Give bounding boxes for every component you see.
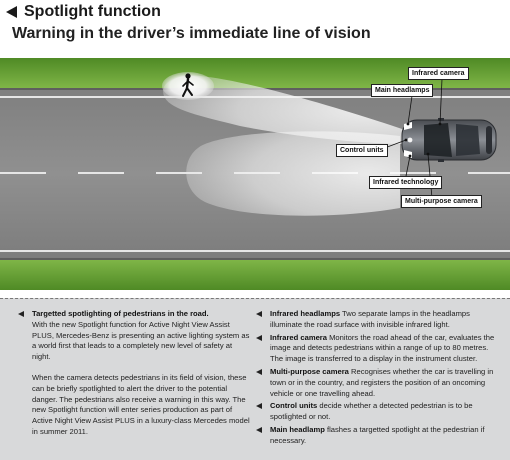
pedestrian-icon xyxy=(182,73,194,97)
intro-heading: Targetted spotlighting of pedestrians in… xyxy=(32,309,209,318)
bullet-triangle-icon xyxy=(18,311,24,317)
label-main-headlamps: Main headlamps xyxy=(371,84,434,97)
spotlight-diagram: Infrared camera Main headlamps Control u… xyxy=(0,58,510,290)
header: Spotlight function Warning in the driver… xyxy=(0,0,510,52)
label-infrared-camera: Infrared camera xyxy=(408,67,469,80)
component-item: Control units decide whether a detected … xyxy=(256,401,496,423)
title-triangle-icon xyxy=(6,6,17,18)
label-multi-purpose-camera: Multi-purpose camera xyxy=(401,195,482,208)
component-desc: Recognises whether the car is travelling… xyxy=(270,366,494,398)
label-leader-dots xyxy=(404,122,442,158)
page-title: Spotlight function xyxy=(24,3,161,20)
intro-text: With the new Spotlight function for Acti… xyxy=(32,319,250,362)
description-left-column: Targetted spotlighting of pedestrians in… xyxy=(18,309,250,448)
component-term: Infrared headlamps xyxy=(270,309,341,318)
component-term: Infrared camera xyxy=(270,332,327,342)
spotlight-beam xyxy=(163,75,405,144)
component-desc: Monitors the road ahead of the car, eval… xyxy=(270,332,495,364)
car-icon xyxy=(401,118,497,162)
label-control-units: Control units xyxy=(336,144,388,157)
bullet-triangle-icon xyxy=(256,311,262,317)
component-item: Infrared headlamps Two separate lamps in… xyxy=(256,309,496,331)
component-term: Control units xyxy=(270,401,318,411)
intro-paragraph: Targetted spotlighting of pedestrians in… xyxy=(18,309,250,363)
bullet-triangle-icon xyxy=(256,403,262,410)
component-desc: flashes a targetted spotlight at the ped… xyxy=(270,424,485,445)
road-illustration xyxy=(0,58,510,290)
component-desc: Two separate lamps in the headlamps illu… xyxy=(270,309,470,329)
detail-paragraph: When the camera detects pedestrians in i… xyxy=(18,373,250,438)
component-term: Multi-purpose camera xyxy=(270,366,349,376)
bullet-triangle-icon xyxy=(256,368,262,375)
component-item: Main headlamp flashes a targetted spotli… xyxy=(256,425,496,447)
bullet-triangle-icon xyxy=(256,334,262,341)
component-term: Main headlamp xyxy=(270,424,325,434)
page-subtitle: Warning in the driver’s immediate line o… xyxy=(12,25,371,42)
description-panel: Targetted spotlighting of pedestrians in… xyxy=(0,298,510,460)
bullet-triangle-icon xyxy=(256,426,262,433)
component-desc: decide whether a detected pedestrian is … xyxy=(270,401,473,422)
detail-text: When the camera detects pedestrians in i… xyxy=(32,372,250,436)
component-item: Infrared camera Monitors the road ahead … xyxy=(256,333,496,365)
grass-bottom xyxy=(0,260,510,290)
description-right-column: Infrared headlamps Two separate lamps in… xyxy=(256,309,496,449)
label-infrared-technology: Infrared technology xyxy=(369,176,443,189)
component-item: Multi-purpose camera Recognises whether … xyxy=(256,367,496,399)
edge-line-bottom xyxy=(0,250,510,252)
